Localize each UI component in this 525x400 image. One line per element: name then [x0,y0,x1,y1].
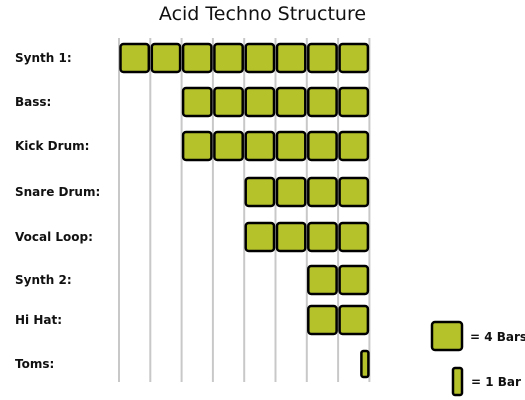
four-bar-block [338,176,370,208]
four-bar-block [244,221,276,253]
row-label: Synth 1: [15,51,72,65]
row-label: Vocal Loop: [15,230,93,244]
row-label: Snare Drum: [15,185,100,199]
four-bar-block [244,130,276,162]
four-bar-block [275,176,307,208]
four-bar-block [275,42,307,74]
four-bar-block [275,86,307,118]
four-bar-block [307,42,338,74]
legend-1-bar-label: = 1 Bar [471,375,521,389]
diagram-title: Acid Techno Structure [158,3,367,25]
four-bar-block [307,176,338,208]
four-bar-block [307,264,338,296]
four-bar-block [213,130,244,162]
four-bar-block [307,304,338,336]
four-bar-block [307,86,338,118]
four-bar-block [181,130,213,162]
row-label: Kick Drum: [15,139,89,153]
row-label: Bass: [15,95,51,109]
four-bar-block [275,221,307,253]
row-label: Synth 2: [15,273,72,287]
four-bar-block [150,42,182,74]
one-bar-block [360,349,370,379]
four-bar-block [338,304,370,336]
four-bar-block [181,42,213,74]
four-bar-block [307,221,338,253]
legend-4-bars-swatch [430,320,464,352]
legend-4-bars-label: = 4 Bars [470,330,525,344]
four-bar-block [338,42,370,74]
four-bar-block [338,221,370,253]
four-bar-block [119,42,151,74]
four-bar-block [213,42,244,74]
four-bar-block [244,176,276,208]
four-bar-block [181,86,213,118]
four-bar-block [275,130,307,162]
four-bar-block [213,86,244,118]
row-label: Toms: [15,357,54,371]
four-bar-block [338,264,370,296]
legend-1-bar-swatch [451,366,464,397]
four-bar-block [244,42,276,74]
four-bar-block [307,130,338,162]
four-bar-block [338,130,370,162]
four-bar-block [338,86,370,118]
row-label: Hi Hat: [15,313,62,327]
four-bar-block [244,86,276,118]
